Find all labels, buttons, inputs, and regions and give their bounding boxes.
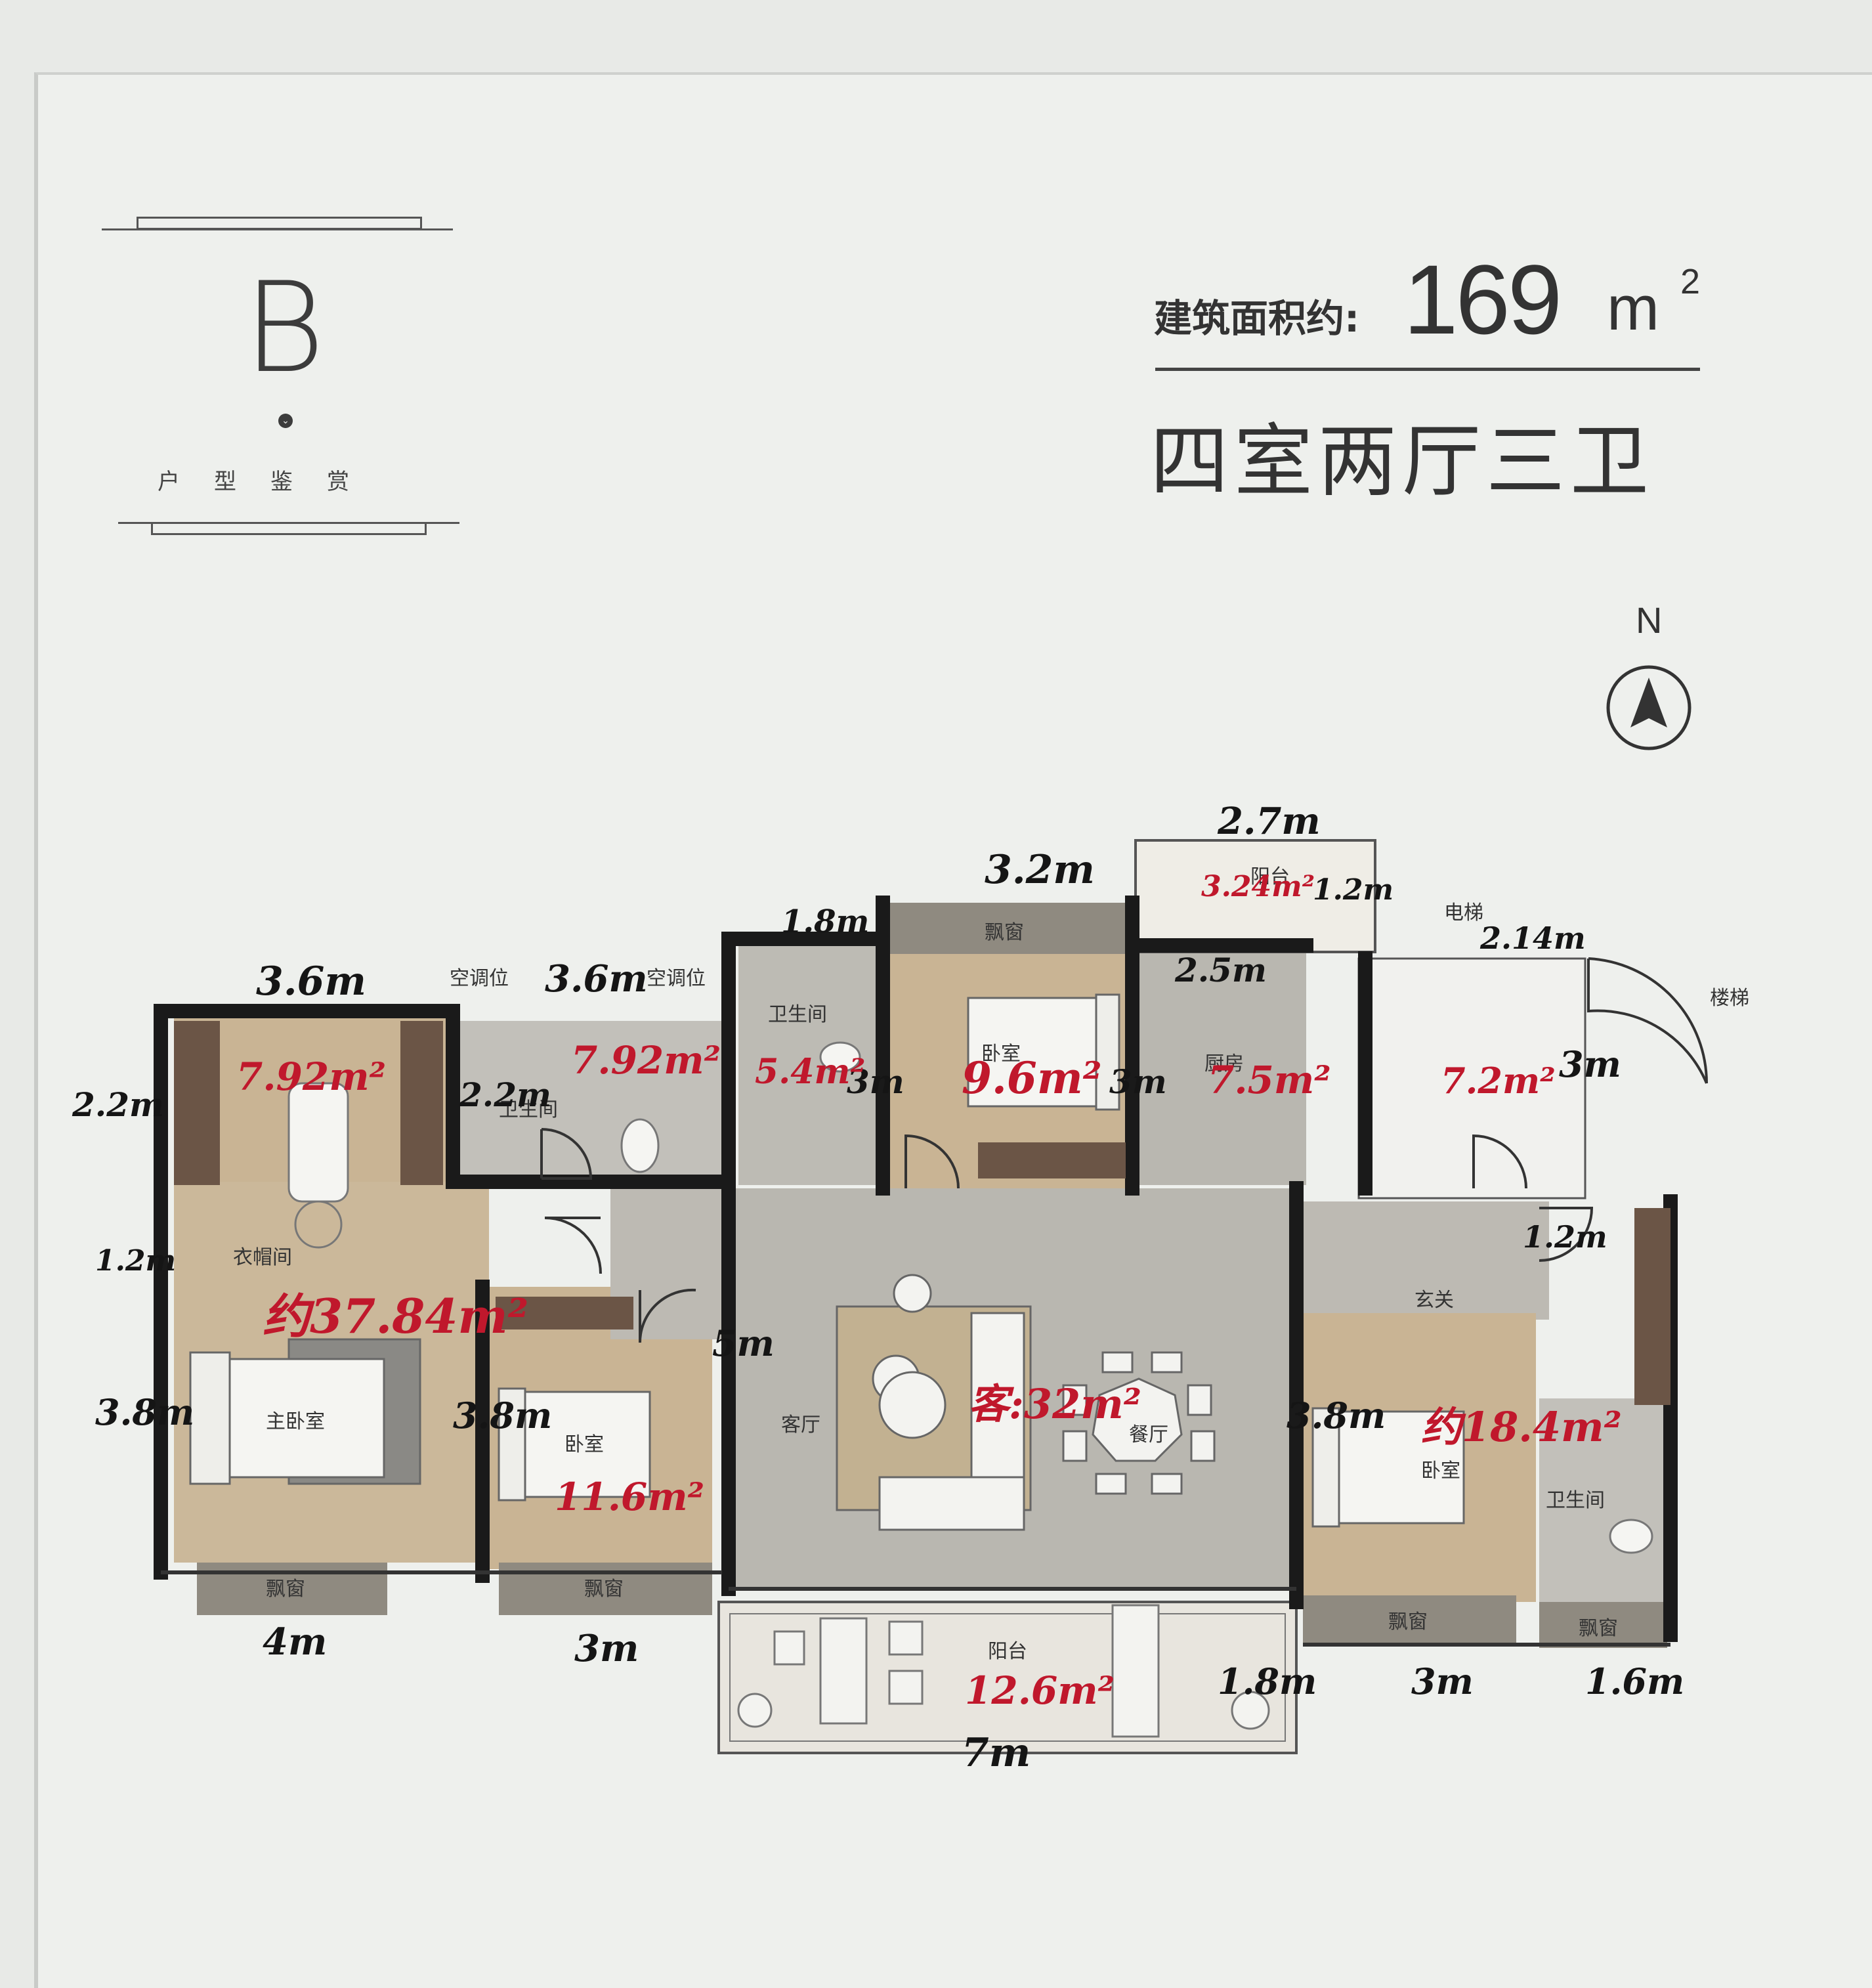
room-label-dining-room: 餐厅 (1129, 1423, 1168, 1446)
bed-mid (498, 1387, 651, 1502)
dim-3m-stair: 3m (1559, 1043, 1621, 1085)
area-12-6: 12.6m² (965, 1668, 1115, 1713)
area-37-84: 约37.84m² (263, 1288, 528, 1344)
brand-bottom-rule (118, 522, 459, 524)
brand-bottom-bar (151, 522, 427, 535)
dim-3-6-left: 3.6m (256, 959, 366, 1005)
room-label-living-room: 客厅 (781, 1414, 820, 1437)
room-label-bedroom-mid: 卧室 (564, 1433, 604, 1456)
dim-2-5: 2.5m (1174, 951, 1267, 989)
brand-subtitle: 户型鉴赏 (158, 469, 383, 495)
dim-1-2-left: 1.2m (95, 1244, 176, 1278)
dim-1-8-bottom: 1.8m (1218, 1660, 1317, 1702)
room-label-kitchen: 厨房 (1204, 1052, 1244, 1075)
bay-window-3 (1303, 1595, 1516, 1645)
balcony-floor (717, 1601, 1298, 1754)
chevron-down-icon: ⌄ (278, 414, 293, 428)
dim-3-8-mid: 3.8m (453, 1394, 552, 1437)
area-11-6: 11.6m² (555, 1475, 704, 1519)
kitchen-floor (1139, 945, 1306, 1185)
area-label: 建筑面积约: (1154, 296, 1360, 341)
bathtub (287, 1082, 349, 1249)
area-7-5: 7.5m² (1208, 1058, 1331, 1102)
room-label-garden: 阳台 (1250, 865, 1290, 888)
room-label-bay-window-3: 飘窗 (1388, 1610, 1428, 1633)
bath-left-floor (459, 1021, 725, 1182)
area-5-4: 5.4m² (755, 1052, 865, 1092)
area-3-24: 3.24m² (1201, 870, 1315, 903)
layout-type: 四室两厅三卫 (1150, 416, 1654, 508)
room-label-elevator: 电梯 (1444, 901, 1483, 924)
bay-window-4 (1539, 1602, 1667, 1648)
wardrobe-left (174, 1021, 1670, 1405)
room-label-bath-top: 卫生间 (768, 1003, 827, 1026)
room-label-ac-1: 空调位 (450, 967, 509, 990)
room-label-ac-2: 空调位 (647, 967, 706, 990)
dim-1-2-top: 1.2m (1313, 873, 1393, 907)
brand-top-bar (137, 217, 422, 230)
dining-table (1062, 1351, 1216, 1495)
dim-3m-bottom: 3m (574, 1627, 639, 1670)
room-label-bedroom-right: 卧室 (1421, 1459, 1460, 1482)
dim-3-6-mid: 3.6m (545, 957, 648, 1001)
bath-top-floor (738, 945, 886, 1185)
room-label-master-bedroom: 主卧室 (266, 1410, 325, 1433)
toilets (620, 1041, 1653, 1554)
dim-1-6: 1.6m (1585, 1660, 1684, 1702)
area-7-92-bath: 7.92m² (571, 1038, 721, 1083)
area-unit: m (1607, 273, 1659, 343)
sofa-set (836, 1274, 1032, 1531)
dim-3m-bed: 3m (1109, 1062, 1167, 1101)
dim-3-2: 3.2m (985, 847, 1095, 893)
room-label-bay-window-1: 飘窗 (266, 1578, 305, 1601)
dim-1-2-entry: 1.2m (1523, 1219, 1607, 1255)
bath-right-floor (1539, 1398, 1674, 1602)
balcony-furniture (737, 1604, 1270, 1738)
area-7-2: 7.2m² (1441, 1060, 1556, 1102)
room-label-bay-window-4: 飘窗 (1579, 1617, 1618, 1640)
area-9-6: 9.6m² (962, 1052, 1102, 1104)
brand-letter: B (243, 255, 326, 400)
dim-4m: 4m (263, 1620, 327, 1664)
dim-5m: 5m (712, 1322, 775, 1364)
area-unit-superscript: 2 (1680, 262, 1701, 301)
bed-top (967, 993, 1120, 1111)
dim-3-8-left: 3.8m (95, 1391, 194, 1433)
dim-7m: 7m (962, 1730, 1031, 1776)
dim-1-8: 1.8m (781, 903, 869, 940)
bay-window-top (889, 903, 1129, 954)
dim-3m-bath: 3m (847, 1062, 904, 1101)
room-label-bay-window-top: 飘窗 (985, 921, 1024, 944)
bed-right (1311, 1407, 1465, 1528)
spec-divider (1155, 368, 1700, 371)
dim-3m-right: 3m (1411, 1660, 1474, 1702)
area-32: 客:32m² (968, 1380, 1141, 1428)
compass-icon (1606, 665, 1691, 750)
dim-2-2-mid: 2.2m (459, 1075, 551, 1114)
room-label-entrance: 玄关 (1415, 1289, 1454, 1312)
dim-2-7: 2.7m (1217, 800, 1321, 843)
area-7-92-cloak: 7.92m² (236, 1054, 386, 1099)
area-value: 169 (1403, 244, 1562, 355)
dim-2-14: 2.14m (1479, 920, 1586, 956)
room-label-bedroom-top: 卧室 (981, 1043, 1021, 1066)
entrance-floor (1300, 1201, 1549, 1320)
room-label-bath-right: 卫生间 (1546, 1489, 1605, 1512)
master-bed (189, 1338, 421, 1485)
room-label-bay-window-2: 飘窗 (584, 1578, 624, 1601)
dim-3-8-right: 3.8m (1287, 1394, 1386, 1437)
area-18-4: 约18.4m² (1421, 1403, 1622, 1451)
dim-2-2-left: 2.2m (72, 1085, 164, 1124)
room-label-stairs: 楼梯 (1710, 987, 1749, 1010)
room-label-balcony: 阳台 (988, 1640, 1027, 1663)
north-label: N (1636, 599, 1663, 641)
room-label-cloakroom: 衣帽间 (233, 1246, 292, 1269)
room-label-bath-left: 卫生间 (499, 1098, 558, 1121)
